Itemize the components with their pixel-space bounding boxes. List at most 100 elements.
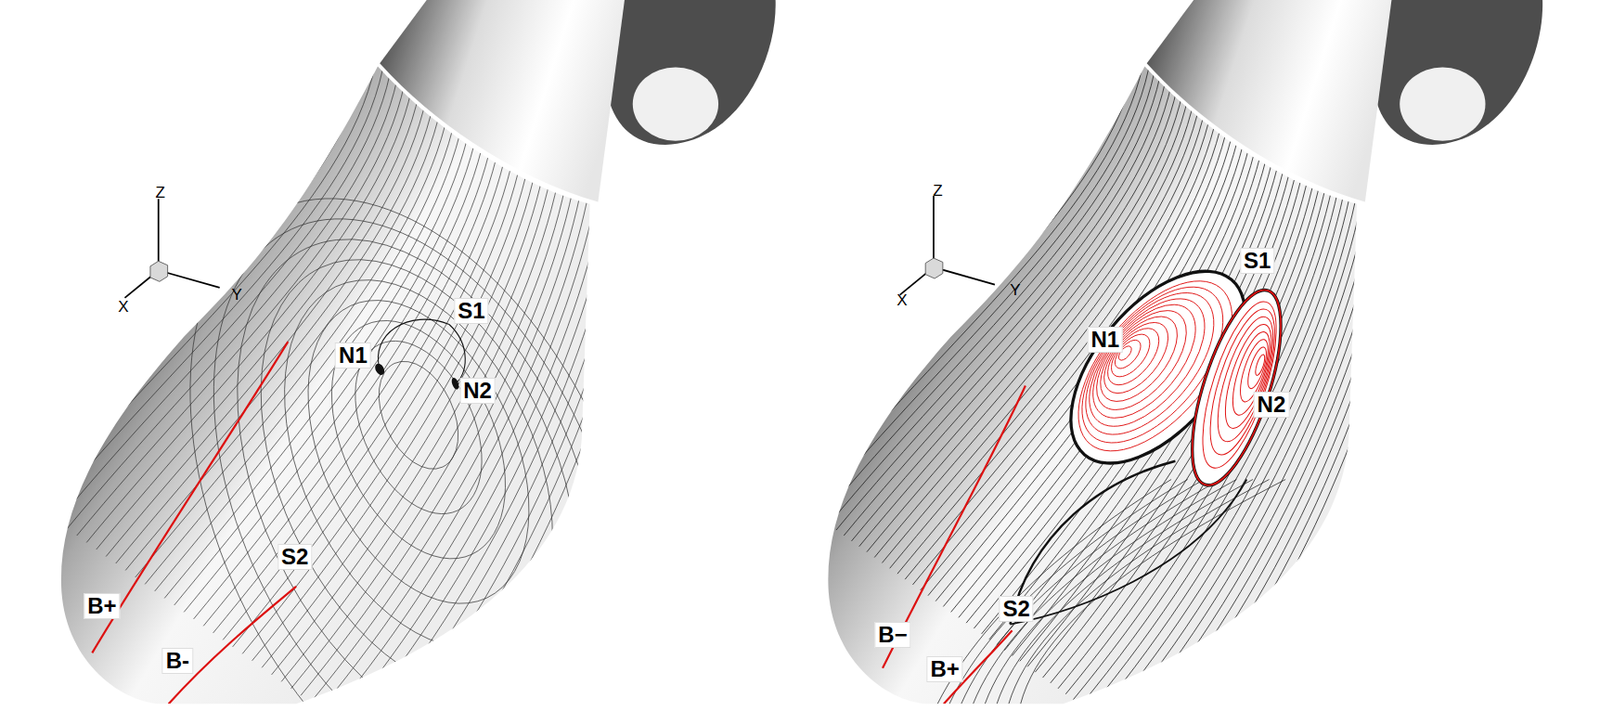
streamline (281, 181, 558, 682)
callout-label: S2 (277, 543, 312, 570)
separatrix (449, 323, 465, 384)
callout-label: N1 (1086, 326, 1123, 353)
streamline-group (0, 31, 740, 711)
streamline (57, 74, 390, 522)
callout-label: N1 (335, 342, 372, 369)
axis-label: Y (1009, 282, 1020, 298)
red-streamline (1197, 302, 1289, 463)
streamline (843, 83, 1172, 536)
separatrix (377, 319, 450, 370)
streamline (310, 195, 581, 702)
streamline (339, 210, 602, 711)
back-cylinder (602, 0, 776, 145)
callout-label: S1 (453, 297, 489, 324)
streamline (144, 116, 456, 584)
streamline-loop (296, 293, 542, 587)
cylinder-highlight (1399, 67, 1485, 142)
streamline (300, 191, 573, 696)
streamline (320, 200, 587, 710)
streamline (86, 88, 412, 542)
streamline (944, 479, 1188, 711)
callout-label: B− (874, 621, 911, 648)
streamline (1034, 175, 1316, 672)
streamline (96, 92, 420, 550)
cylinder-highlight (632, 67, 719, 142)
streamline (125, 106, 441, 570)
callout-label: S1 (1239, 247, 1275, 274)
axis-label: Z (932, 181, 942, 198)
streamline-loop (164, 181, 673, 711)
body-surface (61, 65, 591, 704)
separation-line (1009, 479, 1247, 625)
streamline (890, 105, 1207, 568)
streamline (751, 38, 1103, 470)
streamline (349, 215, 610, 711)
axis-line (932, 195, 935, 268)
streamline-loop (97, 126, 739, 711)
callout-label: B+ (83, 593, 120, 620)
axis-label: X (896, 292, 907, 309)
streamline (736, 31, 1092, 459)
streamline (1006, 479, 1270, 711)
callout-label: N2 (1253, 391, 1291, 418)
streamline (105, 97, 426, 556)
streamline (1018, 479, 1286, 711)
streamline (164, 126, 470, 599)
streamline-group (736, 31, 1413, 711)
streamline (261, 172, 543, 668)
axis-label: Y (231, 285, 242, 302)
streamline (369, 224, 624, 711)
red-streamline (1092, 310, 1181, 404)
axis-line (157, 198, 160, 271)
streamline (744, 35, 1097, 465)
red-line (168, 586, 297, 704)
callout-label: B+ (926, 656, 963, 683)
streamline (993, 479, 1253, 711)
callout-label: S2 (998, 595, 1033, 622)
axis-label: X (117, 297, 129, 314)
streamline-loop (362, 348, 475, 482)
red-streamline (1079, 295, 1203, 426)
streamline (232, 158, 522, 647)
streamline (774, 50, 1121, 487)
streamline (0, 46, 347, 481)
streamline (956, 479, 1204, 711)
axis-cube (925, 258, 943, 279)
body-surface (827, 65, 1357, 704)
node-point (373, 361, 387, 377)
streamline (968, 479, 1220, 711)
streamline (291, 186, 566, 689)
recirculation-region (1174, 280, 1300, 495)
callout-label: N2 (459, 377, 496, 404)
streamline (0, 41, 339, 474)
streamline (27, 60, 368, 502)
streamline-loop (263, 265, 574, 639)
back-cylinder (1368, 0, 1543, 145)
axis-label: Z (154, 183, 165, 200)
streamline-loop (230, 237, 607, 691)
red-line (91, 341, 288, 653)
axis-cube (150, 260, 168, 282)
streamline-loop (329, 321, 507, 534)
streamline-loop (197, 209, 641, 711)
streamline (193, 140, 493, 620)
streamline (0, 31, 324, 459)
axis-triad (900, 195, 995, 296)
streamline (767, 46, 1115, 481)
streamline (388, 233, 639, 711)
callout-label: B- (162, 647, 194, 674)
streamline-loop (130, 154, 707, 711)
streamline (183, 135, 485, 613)
axis-triad (124, 198, 220, 298)
red-boundary (1174, 280, 1300, 495)
red-streamline (1085, 303, 1192, 415)
streamline (1111, 212, 1373, 711)
streamline (932, 479, 1172, 711)
streamline (1027, 171, 1310, 667)
streamline (47, 69, 383, 516)
streamline (8, 51, 353, 488)
streamline (330, 205, 595, 711)
streamline (271, 177, 552, 675)
streamline (1012, 164, 1299, 656)
